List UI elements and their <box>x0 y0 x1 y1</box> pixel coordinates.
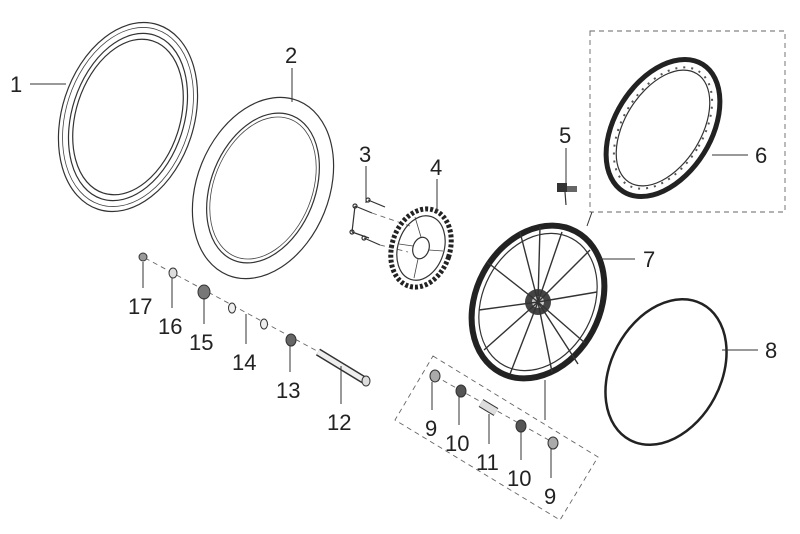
front-axle <box>315 348 371 387</box>
rim <box>603 56 723 200</box>
callout-14: 14 <box>232 350 256 375</box>
callout-7: 7 <box>643 247 655 272</box>
callout-1: 1 <box>10 72 22 97</box>
callout-labels: 1 2 3 4 5 6 7 8 17 16 15 14 13 12 9 10 1… <box>10 43 777 509</box>
callout-5: 5 <box>559 123 571 148</box>
spoked-wheel <box>468 222 608 382</box>
bearing-left <box>455 384 467 398</box>
oil-seal-left <box>429 369 441 383</box>
callout-9-right: 9 <box>544 484 556 509</box>
callout-6: 6 <box>755 143 767 168</box>
bearing-spacer <box>478 399 499 416</box>
callout-15: 15 <box>189 330 213 355</box>
axle-nut <box>138 252 148 262</box>
bearing-left-axle <box>285 333 297 347</box>
hub-parts <box>429 369 559 450</box>
sprocket <box>388 206 454 290</box>
callout-4: 4 <box>430 155 442 180</box>
bearing-right <box>515 419 527 433</box>
spacer <box>197 284 211 300</box>
rim-band <box>604 298 728 446</box>
callout-10-right: 10 <box>507 466 531 491</box>
callout-2: 2 <box>285 43 297 68</box>
callout-3: 3 <box>359 142 371 167</box>
axle-assembly-left <box>138 252 371 387</box>
tire <box>57 21 199 213</box>
valve-stem <box>557 183 577 206</box>
callout-17: 17 <box>128 294 152 319</box>
callout-12: 12 <box>327 410 351 435</box>
callout-8: 8 <box>765 338 777 363</box>
rim-group-box <box>589 30 786 213</box>
callout-10-left: 10 <box>445 431 469 456</box>
callout-13: 13 <box>276 378 300 403</box>
washer <box>168 267 178 279</box>
callout-16: 16 <box>158 314 182 339</box>
sprocket-bolts <box>349 197 411 253</box>
leader-lines <box>30 68 758 478</box>
collars <box>228 302 268 330</box>
callout-11: 11 <box>476 450 499 475</box>
oil-seal-right <box>547 436 559 450</box>
inner-tube <box>191 96 335 280</box>
hub-parts-box <box>394 355 599 521</box>
callout-9-left: 9 <box>425 416 437 441</box>
